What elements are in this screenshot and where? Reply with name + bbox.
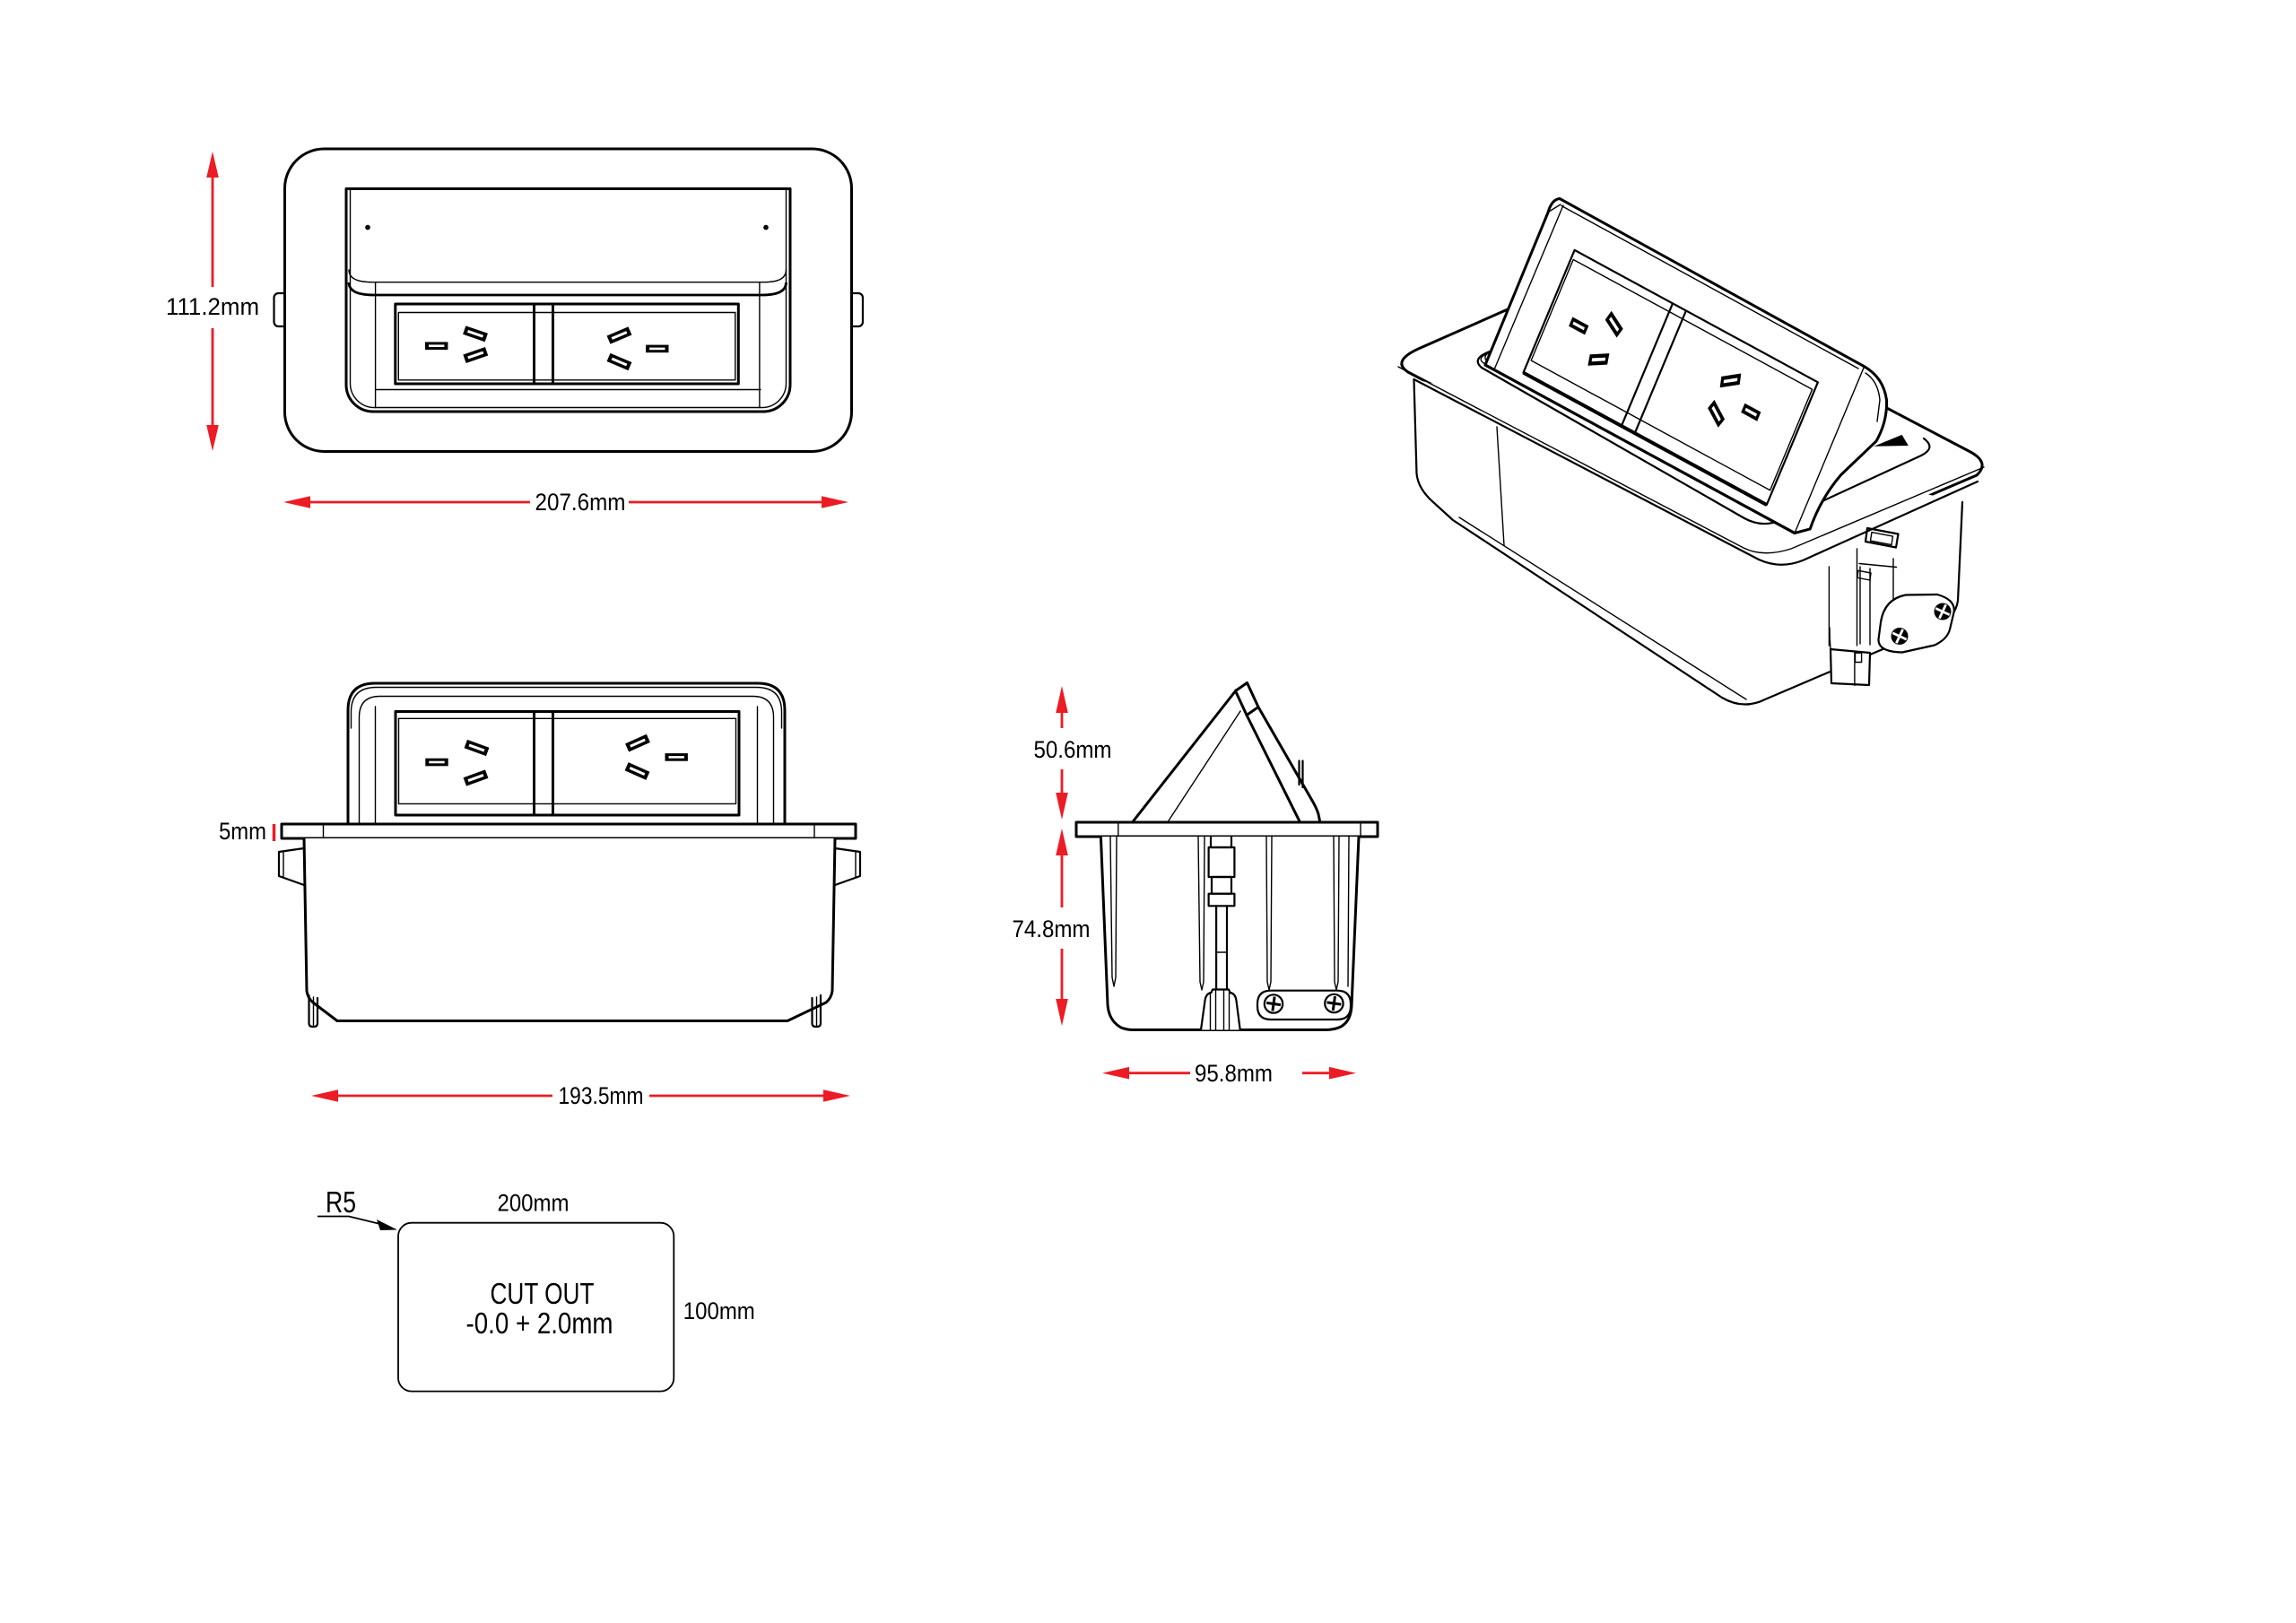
svg-text:207.6mm: 207.6mm: [535, 489, 626, 516]
svg-text:193.5mm: 193.5mm: [559, 1082, 644, 1109]
svg-text:5mm: 5mm: [219, 818, 266, 845]
svg-text:R5: R5: [326, 1185, 356, 1219]
svg-text:-0.0 + 2.0mm: -0.0 + 2.0mm: [466, 1306, 613, 1340]
svg-text:200mm: 200mm: [498, 1189, 570, 1216]
svg-text:100mm: 100mm: [683, 1298, 755, 1324]
svg-text:111.2mm: 111.2mm: [166, 293, 259, 320]
svg-text:95.8mm: 95.8mm: [1195, 1060, 1273, 1087]
svg-text:CUT OUT: CUT OUT: [491, 1277, 595, 1310]
svg-text:74.8mm: 74.8mm: [1013, 916, 1091, 942]
svg-text:50.6mm: 50.6mm: [1034, 736, 1112, 763]
